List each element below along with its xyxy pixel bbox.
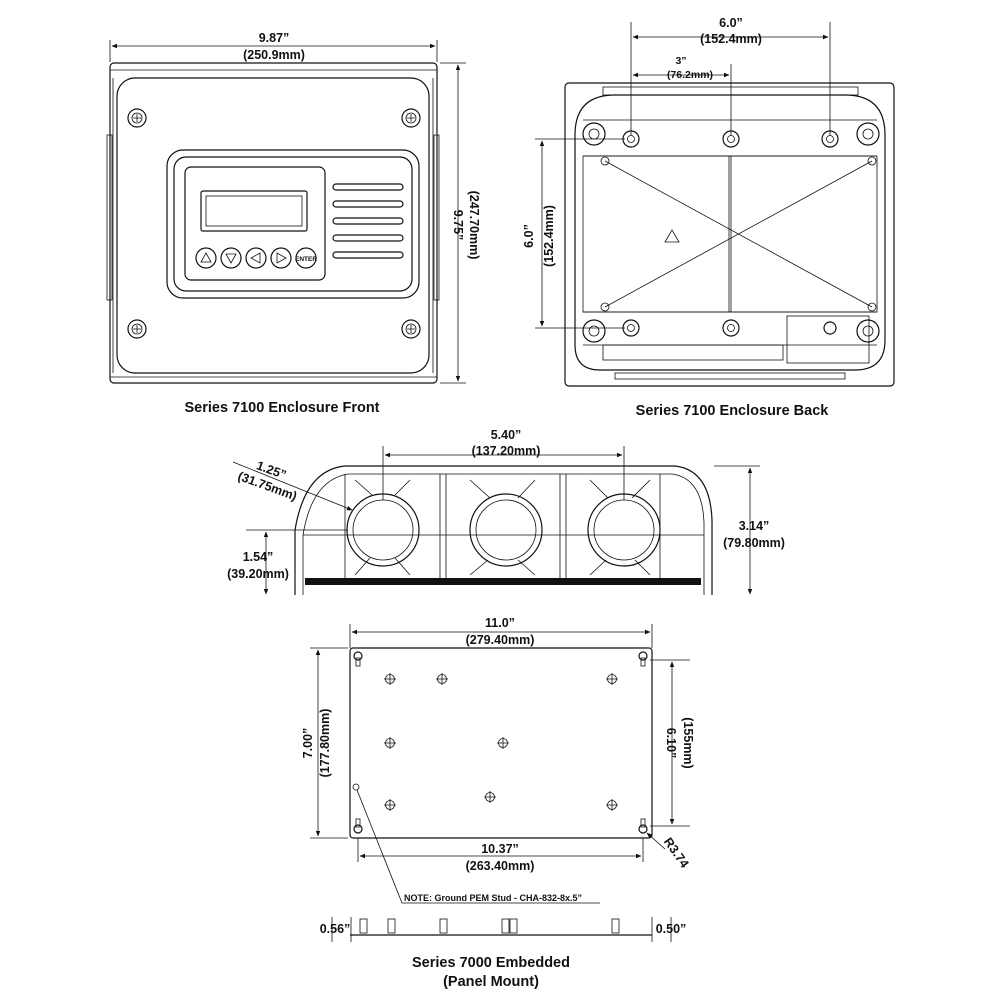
- lcd-screen: [200, 190, 308, 232]
- back-vert-mm: (152.4mm): [542, 205, 556, 267]
- front-corner-screw-icon: [127, 319, 147, 339]
- back-inner-mm: (76.2mm): [667, 69, 713, 81]
- enter-key-label: ENTER: [295, 256, 317, 263]
- pem-stud-icon: [436, 673, 448, 685]
- pem-stud-icon: [384, 737, 396, 749]
- pem-stud-icon: [606, 799, 618, 811]
- pem-stud-icon: [497, 737, 509, 749]
- keyhole-slot-icon: [638, 818, 648, 834]
- pem-stud-icon: [384, 673, 396, 685]
- front-corner-screw-icon: [401, 319, 421, 339]
- back-vert-in: 6.0”: [522, 224, 536, 248]
- side-span-in: 5.40”: [491, 428, 522, 442]
- mount-hole-icon: [582, 319, 606, 343]
- conduit-knockout-icon: [469, 493, 543, 567]
- side-low-mm: (39.20mm): [227, 567, 289, 581]
- back-inner-in: 3”: [675, 55, 686, 67]
- mount-hole-icon: [856, 122, 880, 146]
- panel-inner-height-mm: (155mm): [681, 717, 695, 768]
- left-key-icon: [245, 247, 267, 269]
- panel-height-mm: (177.80mm): [318, 709, 332, 778]
- pem-stud-icon: [606, 673, 618, 685]
- mount-hole-icon: [856, 319, 880, 343]
- keyhole-slot-icon: [638, 651, 648, 667]
- front-height-mm: (247.70mm): [467, 191, 481, 260]
- keyhole-slot-icon: [353, 818, 363, 834]
- pem-stud-icon: [484, 791, 496, 803]
- back-caption: Series 7100 Enclosure Back: [636, 403, 830, 419]
- enter-key: ENTER: [295, 247, 317, 269]
- front-corner-screw-icon: [127, 108, 147, 128]
- mount-hole-icon: [622, 319, 640, 337]
- back-outer-mm: (152.4mm): [700, 32, 762, 46]
- down-key-icon: [220, 247, 242, 269]
- panel-height-in: 7.00”: [301, 728, 315, 759]
- mount-hole-icon: [582, 122, 606, 146]
- side-low-in: 1.54”: [243, 550, 274, 564]
- panel-right-thickness: 0.50”: [656, 922, 687, 936]
- panel-width-in: 11.0”: [485, 616, 515, 630]
- enclosure-front-view: 9.87” (250.9mm): [106, 31, 481, 416]
- mount-hole-icon: [722, 130, 740, 148]
- side-height-mm: (79.80mm): [723, 536, 785, 550]
- enclosure-side-view: 5.40” (137.20mm) 1.25” (31.75mm) 1.54” (…: [227, 428, 785, 595]
- keyhole-slot-icon: [353, 651, 363, 667]
- mount-hole-icon: [722, 319, 740, 337]
- panel-inner-width-in: 10.37”: [481, 842, 519, 856]
- panel-caption-line1: Series 7000 Embedded: [412, 955, 570, 971]
- panel-inner-height-in: 6.10”: [664, 728, 678, 759]
- front-corner-screw-icon: [401, 108, 421, 128]
- side-span-mm: (137.20mm): [472, 444, 541, 458]
- ground-stud-icon: [352, 783, 360, 791]
- enclosure-back-view: 6.0” (152.4mm) 3” (76.2mm): [522, 16, 895, 419]
- side-height-in: 3.14”: [739, 519, 770, 533]
- front-height-in: 9.75”: [451, 210, 465, 241]
- warning-triangle-icon: [664, 229, 680, 243]
- pem-stud-icon: [384, 799, 396, 811]
- panel-left-thickness: 0.56”: [320, 922, 351, 936]
- ground-stud-note: NOTE: Ground PEM Stud - CHA-832-8x.5”: [404, 893, 582, 903]
- mount-hole-icon: [823, 321, 837, 335]
- up-key-icon: [195, 247, 217, 269]
- front-width-in: 9.87”: [259, 31, 290, 45]
- panel-caption-line2: (Panel Mount): [443, 974, 539, 990]
- right-key-icon: [270, 247, 292, 269]
- conduit-knockout-icon: [587, 493, 661, 567]
- panel-width-mm: (279.40mm): [466, 633, 535, 647]
- conduit-knockout-icon: [346, 493, 420, 567]
- front-caption: Series 7100 Enclosure Front: [184, 400, 379, 416]
- panel-inner-width-mm: (263.40mm): [466, 859, 535, 873]
- mount-hole-icon: [821, 130, 839, 148]
- panel-radius: R3.74: [661, 835, 692, 870]
- front-width-mm: (250.9mm): [243, 48, 305, 62]
- panel-mount-view: 11.0” (279.40mm) 7.00” (177.80mm) 6.10” …: [301, 616, 695, 990]
- back-outer-in: 6.0”: [719, 16, 743, 30]
